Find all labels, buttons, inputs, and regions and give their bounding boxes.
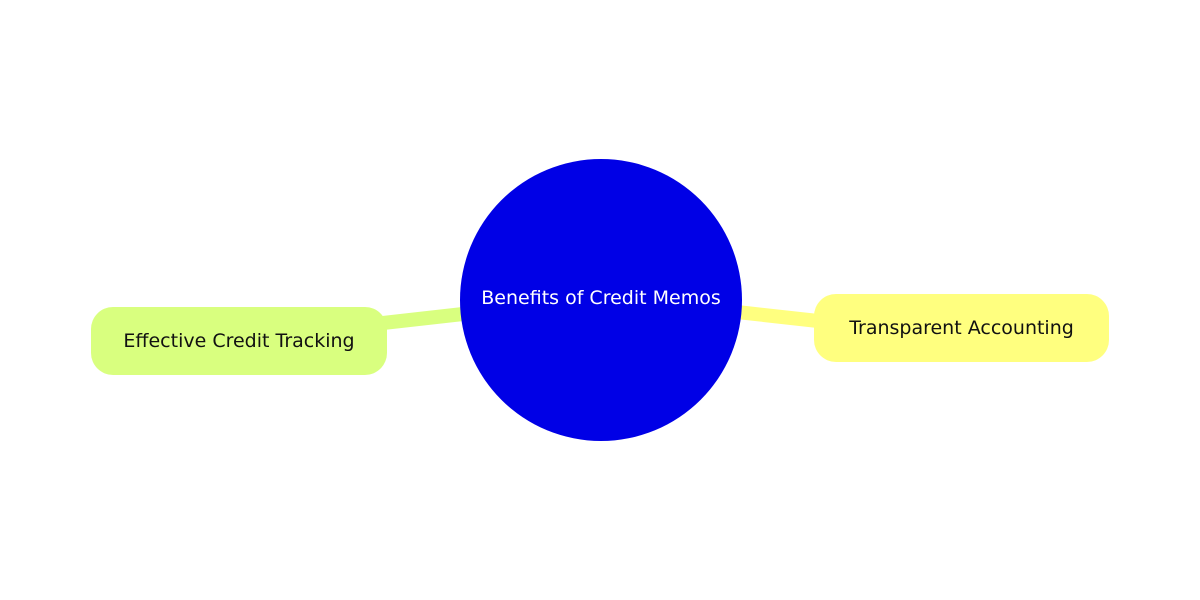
central-topic-node[interactable]: Benefits of Credit Memos — [460, 159, 742, 441]
central-topic-label: Benefits of Credit Memos — [481, 287, 721, 309]
branch-label-transparent-accounting: Transparent Accounting — [849, 317, 1074, 339]
connector-left — [376, 307, 470, 330]
branch-node-transparent-accounting[interactable]: Transparent Accounting — [814, 294, 1109, 362]
branch-node-effective-credit-tracking[interactable]: Effective Credit Tracking — [91, 307, 387, 375]
branch-label-effective-credit-tracking: Effective Credit Tracking — [123, 330, 355, 352]
connector-right — [730, 305, 825, 328]
